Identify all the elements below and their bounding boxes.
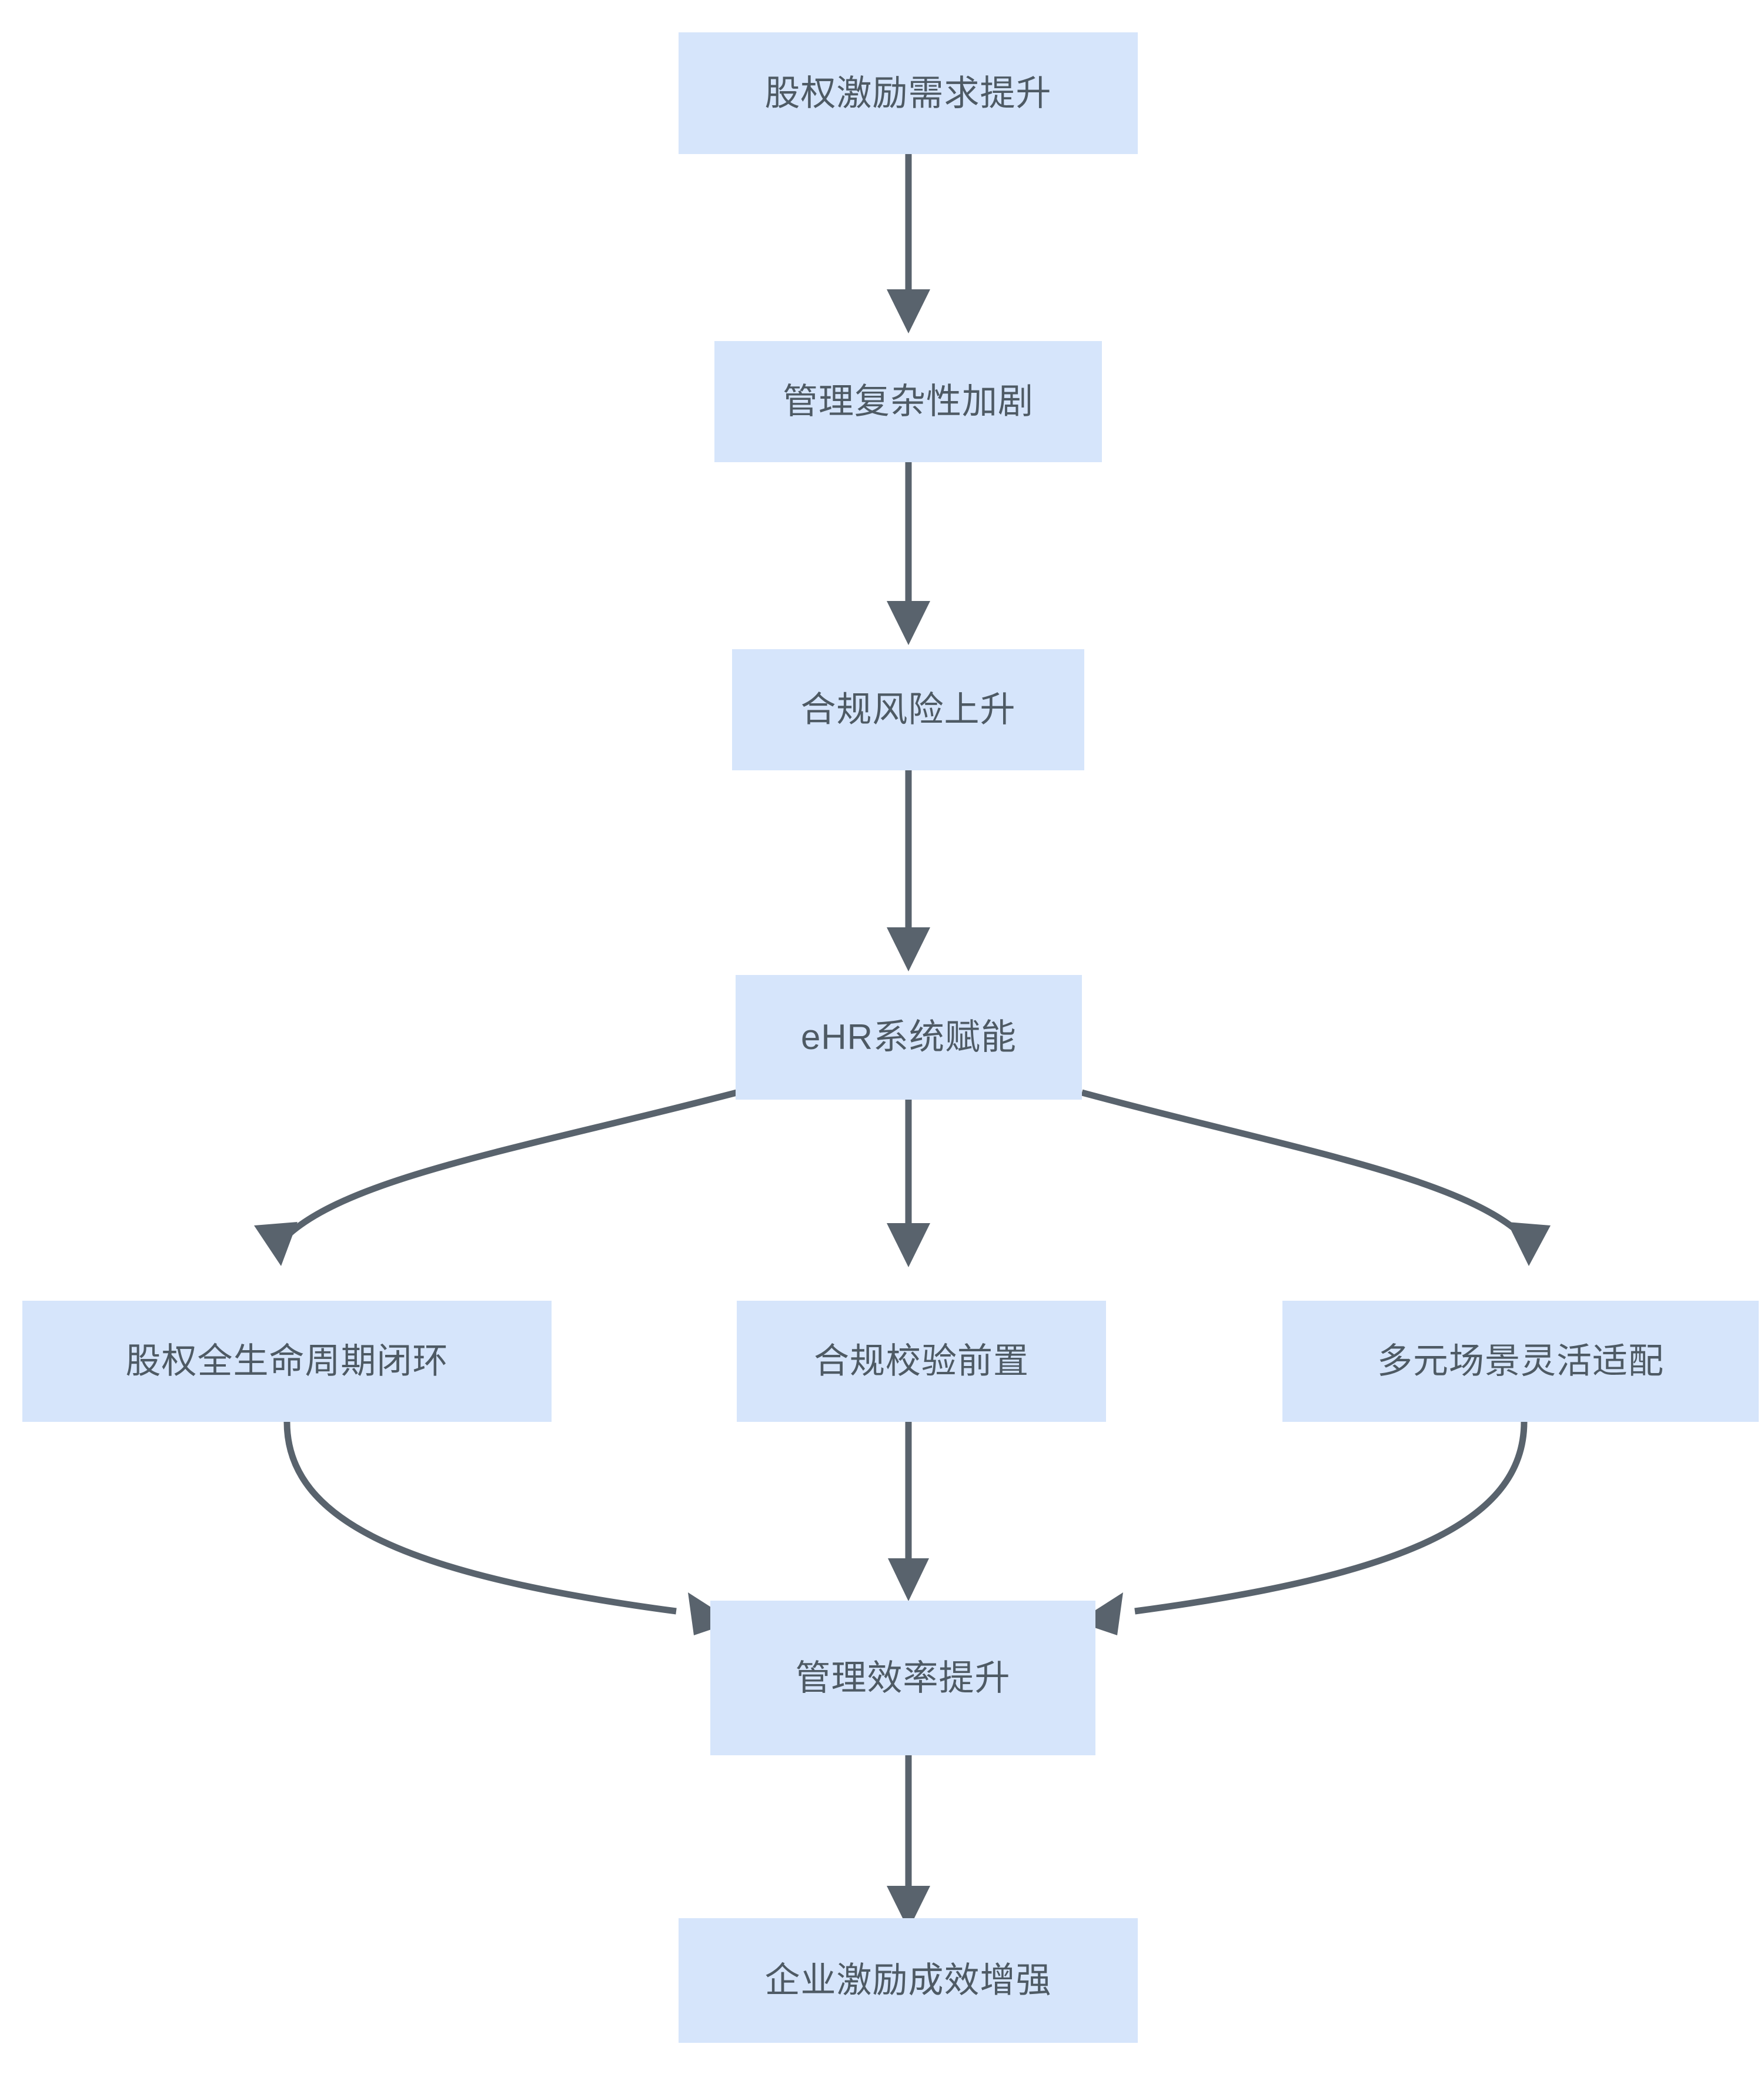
edge-n7-n8 <box>1077 1421 1528 1635</box>
node-label: 管理复杂性加剧 <box>783 382 1034 421</box>
edge-n3-n4 <box>887 770 930 971</box>
edge-n1-n2 <box>887 128 930 333</box>
edge-n8-n9 <box>887 1755 930 1930</box>
node-multi-scenario-adaptation[interactable]: 多元场景灵活适配 <box>1282 1301 1759 1422</box>
node-equity-lifecycle-closed-loop[interactable]: 股权全生命周期闭环 <box>22 1301 552 1422</box>
edge-n2-n3 <box>887 462 930 645</box>
edge-n5-n8 <box>283 1421 734 1635</box>
node-compliance-check-upfront[interactable]: 合规校验前置 <box>737 1301 1106 1422</box>
edge-n4-n6 <box>887 1100 930 1267</box>
node-label: 股权激励需求提升 <box>764 73 1052 113</box>
node-label: 企业激励成效增强 <box>764 1961 1052 2000</box>
node-label: 合规校验前置 <box>814 1341 1029 1381</box>
edge-n4-n7 <box>1081 1089 1551 1266</box>
node-label: 多元场景灵活适配 <box>1377 1341 1664 1381</box>
edge-n6-n8 <box>888 1422 929 1601</box>
edge-n4-n5 <box>254 1089 738 1266</box>
node-label: 合规风险上升 <box>800 690 1016 729</box>
node-management-complexity[interactable]: 管理复杂性加剧 <box>714 341 1102 462</box>
node-compliance-risk[interactable]: 合规风险上升 <box>732 649 1084 770</box>
node-label: 管理效率提升 <box>795 1658 1011 1698</box>
node-ehr-system-enablement[interactable]: eHR系统赋能 <box>736 975 1082 1100</box>
node-equity-incentive-demand[interactable]: 股权激励需求提升 <box>679 32 1138 154</box>
node-enterprise-incentive-effect[interactable]: 企业激励成效增强 <box>679 1918 1138 2043</box>
node-management-efficiency-improvement[interactable]: 管理效率提升 <box>710 1601 1095 1755</box>
node-label: 股权全生命周期闭环 <box>125 1341 449 1381</box>
node-label: eHR系统赋能 <box>800 1017 1017 1057</box>
